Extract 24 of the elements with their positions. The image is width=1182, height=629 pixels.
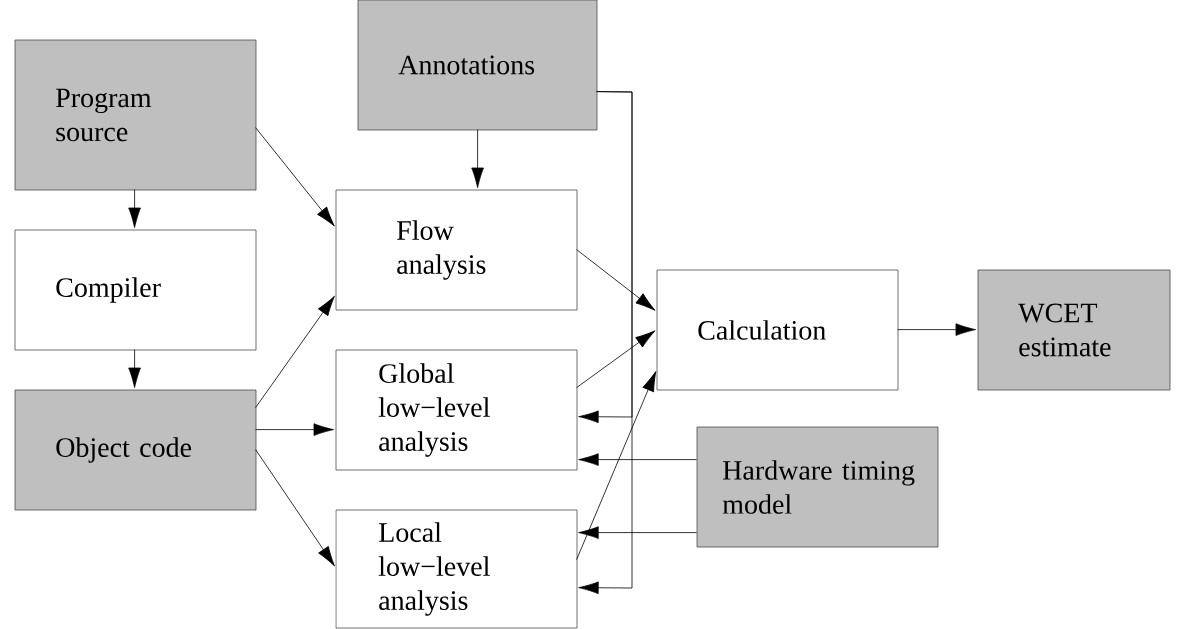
process-box: WCET estimate [977, 269, 1171, 391]
process-box: Flow analysis [335, 189, 578, 311]
arrow [578, 526, 697, 539]
arrow [576, 249, 656, 311]
arrow [128, 189, 141, 228]
process-box: Calculation [656, 269, 899, 391]
process-box: Global low−level analysis [335, 349, 578, 471]
arrow [576, 330, 656, 388]
arrow [255, 127, 335, 227]
arrow [255, 423, 334, 436]
arrow [578, 453, 697, 466]
process-box: Object code [14, 389, 257, 511]
arrow [255, 295, 335, 408]
process-box: Program source [14, 39, 257, 191]
arrow [576, 371, 657, 560]
arrow [255, 449, 335, 567]
arrow [578, 91, 633, 595]
arrow [128, 349, 141, 388]
arrow [897, 323, 976, 336]
process-box: Hardware timing model [696, 426, 939, 548]
arrow [471, 129, 484, 188]
process-box: Local low−level analysis [335, 509, 578, 629]
process-box: Compiler [14, 229, 257, 351]
process-box: Annotations [357, 0, 598, 131]
